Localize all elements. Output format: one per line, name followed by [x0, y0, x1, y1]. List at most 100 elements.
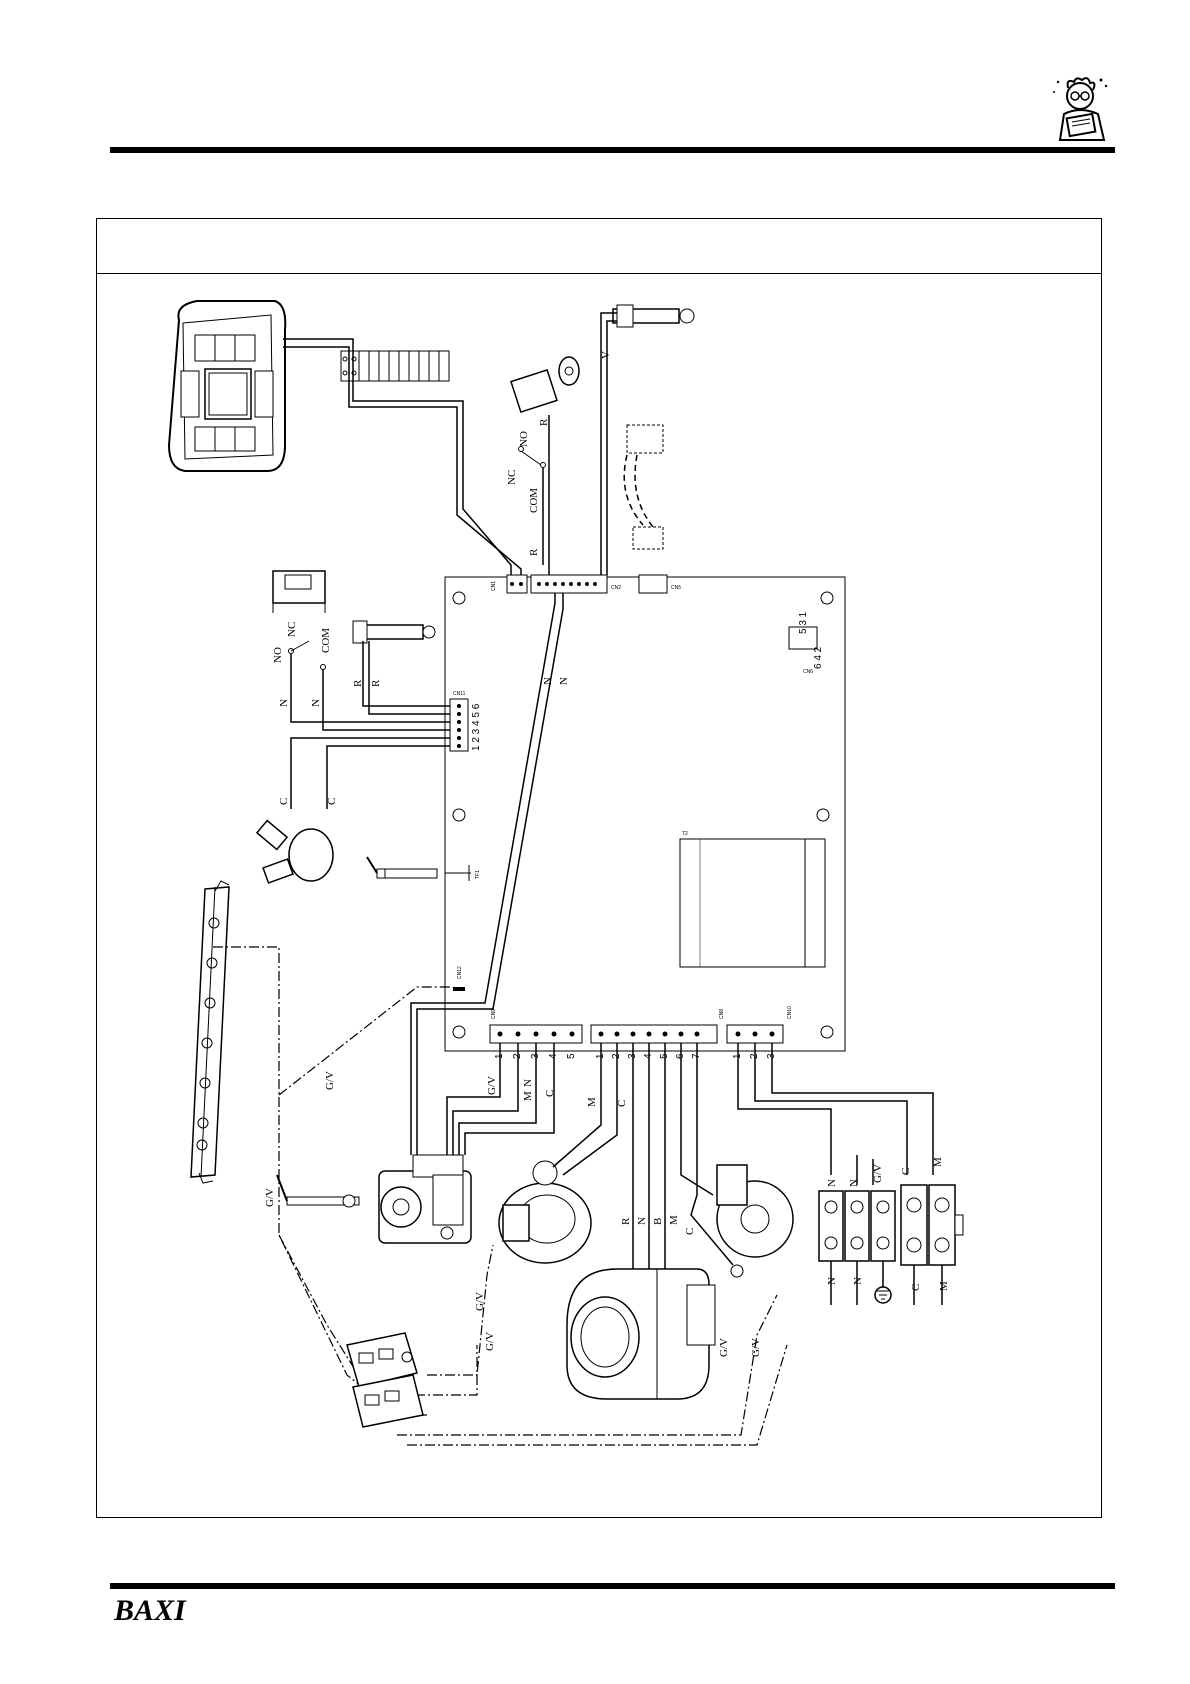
wiring-diagram: T2 CN1 CN2 CN5 5 3 1 6 4 2 CN6 CN11 1 2 …: [167, 300, 964, 1446]
cn6-bottom-pins: 6 4 2: [813, 646, 824, 669]
diverter-valve-motor-icon: [566, 1268, 716, 1400]
wire-cn2-n1: [410, 593, 556, 1155]
upper-wire-r2: R: [528, 548, 540, 556]
earth-label-3: G/V: [474, 1292, 486, 1311]
cn8-pins: [598, 1031, 700, 1037]
cn9-wire-gv: G/V: [486, 1076, 498, 1095]
label-cn6: CN6: [803, 669, 813, 675]
mains-bottom-n1: N: [826, 1277, 838, 1285]
upper-wire-r1: R: [538, 418, 550, 426]
wire-cn10-2: [754, 1043, 908, 1175]
board-mount-hole: [452, 1025, 466, 1039]
board-mount-hole: [452, 591, 466, 605]
board-mount-hole: [820, 591, 834, 605]
cn10-pins: [735, 1031, 775, 1037]
mascot-icon: [1053, 77, 1108, 141]
fan-icon: [498, 1160, 592, 1264]
wire-mid-r1: [362, 641, 450, 707]
lower-switch-no: NO: [272, 647, 284, 663]
label-cn5: CN5: [671, 585, 681, 591]
lower-switch-nc: NC: [286, 622, 298, 637]
probe-wire-v: V: [600, 351, 612, 359]
mains-bottom-m: M: [938, 1281, 950, 1291]
wire-remote-a: [283, 338, 512, 575]
mains-top-n1: N: [826, 1179, 838, 1187]
svg-text:5: 5: [566, 1053, 577, 1059]
connector-cn6: [788, 626, 818, 650]
cn9-wire-n: N: [522, 1079, 534, 1087]
mains-bottom-c: C: [910, 1284, 922, 1291]
board-mount-hole: [816, 808, 830, 822]
motor-wire-b: B: [652, 1218, 664, 1225]
svg-text:BAXI: BAXI: [114, 1594, 187, 1626]
label-cn8: CN8: [719, 1009, 725, 1019]
lower-switch-com: COM: [320, 628, 332, 653]
connector-cn11: [449, 698, 469, 752]
mains-top-m: M: [932, 1157, 944, 1167]
cn9-pins: [497, 1031, 575, 1037]
earth-label-1: G/V: [324, 1071, 336, 1090]
thermostat-wire-c1: C: [278, 798, 290, 805]
pump-wire-c: C: [684, 1228, 696, 1235]
pressure-switch-icon: [272, 570, 326, 613]
earth-symbol-icon: [874, 1286, 892, 1304]
header-rule: [110, 147, 1115, 153]
ntc-probe-mid: [352, 620, 436, 644]
label-cn9: CN9: [491, 1009, 497, 1019]
earth-label-4: G/V: [484, 1332, 496, 1351]
cn11-pin-dots: [457, 704, 461, 748]
mains-terminal-block: [818, 1184, 964, 1266]
earth-label-5: G/V: [718, 1338, 730, 1357]
wire-cn9-3: [458, 1043, 537, 1155]
wire-switch-n1: [290, 653, 450, 723]
gas-valve-icon: [378, 1154, 472, 1244]
label-cn1: CN1: [491, 581, 497, 591]
control-board: [444, 576, 846, 1052]
upper-switch-no: NO: [518, 431, 530, 447]
upper-switch-com: COM: [528, 488, 540, 513]
earth-label-6: G/V: [750, 1338, 762, 1357]
wire-cn10-1: [737, 1043, 832, 1175]
label-cn12: CN12: [457, 966, 463, 979]
label-cn11: CN11: [453, 691, 466, 697]
cn2-wire-n1: N: [542, 677, 554, 685]
cn6-top-pins: 5 3 1: [798, 611, 809, 634]
mains-top-gv: G/V: [872, 1164, 884, 1183]
label-cn2: CN2: [611, 585, 621, 591]
diagram-frame: T2 CN1 CN2 CN5 5 3 1 6 4 2 CN6 CN11 1 2 …: [96, 218, 1102, 1518]
cn2-wire-n2: N: [558, 677, 570, 685]
wire-probe-v2: [606, 320, 617, 575]
wire-thermostat-c2: [326, 745, 450, 809]
mains-top-c: C: [900, 1168, 912, 1175]
connector-cn8: [590, 1024, 718, 1044]
ignition-electrode-icon: [276, 1174, 360, 1208]
label-tf1: TF1: [475, 870, 481, 879]
switch-wire-n2: N: [310, 699, 322, 707]
cn2-pins: [537, 582, 597, 586]
wire-cn9-1: [446, 1043, 501, 1155]
mid-wire-r1: R: [352, 679, 364, 687]
fan-wire-c: C: [616, 1100, 628, 1107]
mid-wire-r2: R: [370, 679, 382, 687]
frame-heading-band: [97, 219, 1101, 274]
ntc-probe-top: [612, 304, 695, 328]
wire-pump-m: [680, 1043, 714, 1196]
remote-control-unit: [167, 300, 287, 472]
earth-bar-icon: [190, 880, 230, 1184]
brand-logo: BAXI: [114, 1594, 187, 1626]
upper-switch-nc: NC: [506, 470, 518, 485]
dashed-harness-icon: [623, 424, 664, 550]
mains-bottom-n2: N: [852, 1277, 864, 1285]
flow-switch-icon: [510, 356, 580, 414]
thermostat-wire-c2: C: [326, 798, 338, 805]
label-cn10: CN10: [787, 1006, 793, 1019]
motor-wire-r: R: [620, 1217, 632, 1225]
pump-wire-m: M: [668, 1215, 680, 1225]
earth-label-2: G/V: [264, 1188, 276, 1207]
ntc-probe-tf1: [366, 856, 438, 879]
remote-terminal-strip: [340, 350, 450, 382]
wire-pump-c: [690, 1043, 734, 1266]
connector-cn12: [453, 987, 465, 991]
wire-mid-r2: [368, 641, 450, 715]
wire-cn2-n2: [416, 593, 564, 1155]
